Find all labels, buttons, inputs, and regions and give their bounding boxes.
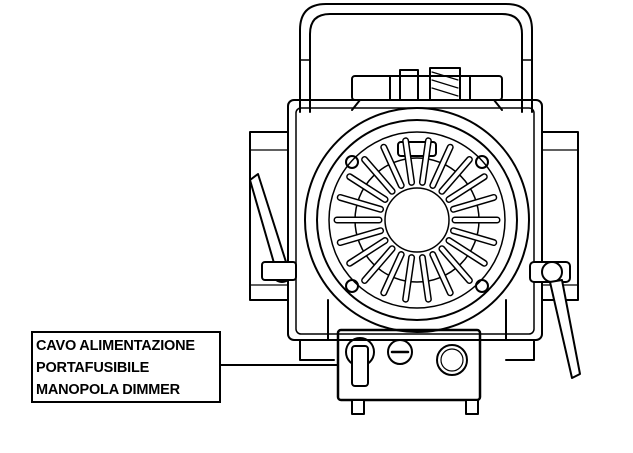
- dimmer-knob: [436, 344, 468, 376]
- cooling-slot-inner: [420, 138, 431, 185]
- cooling-slot-inner: [420, 255, 431, 302]
- cooling-slot-inner: [430, 145, 453, 188]
- feet: [351, 399, 479, 415]
- lower-neck: [299, 299, 535, 361]
- cooling-slot-inner: [347, 174, 388, 202]
- cooling-slot-inner: [451, 228, 496, 245]
- cooling-slot-inner: [403, 138, 414, 185]
- yoke-bracket: [299, 3, 533, 113]
- cooling-slot-inner: [338, 195, 383, 212]
- cooling-slot-inner: [347, 238, 388, 266]
- cooling-slot-inner: [362, 157, 395, 194]
- cooling-slot-inner: [439, 157, 472, 194]
- left-tilt-handle: [249, 173, 297, 283]
- label-fuse-holder: PORTAFUSIBILE: [36, 360, 150, 376]
- top-mount: [351, 67, 503, 111]
- label-power-cable: CAVO ALIMENTAZIONE: [36, 338, 195, 354]
- cooling-slot-inner: [403, 255, 414, 302]
- fuse-holder: [387, 339, 413, 365]
- callout-label-box: CAVO ALIMENTAZIONE PORTAFUSIBILE MANOPOL…: [31, 331, 221, 403]
- cooling-slot-inner: [446, 238, 487, 266]
- power-cable-plug: [351, 345, 369, 387]
- cooling-slot-inner: [451, 195, 496, 212]
- cooling-slot-inner: [381, 145, 404, 188]
- cooling-slot-inner: [439, 246, 472, 283]
- cooling-slot-inner: [362, 246, 395, 283]
- cooling-slot-inner: [446, 174, 487, 202]
- label-dimmer-knob: MANOPOLA DIMMER: [36, 382, 180, 398]
- right-tilt-handle: [529, 261, 581, 379]
- cooling-slot-inner: [381, 252, 404, 295]
- cooling-slot-inner: [338, 228, 383, 245]
- cooling-slot-inner: [430, 252, 453, 295]
- lens-cooling-slots: [333, 137, 501, 303]
